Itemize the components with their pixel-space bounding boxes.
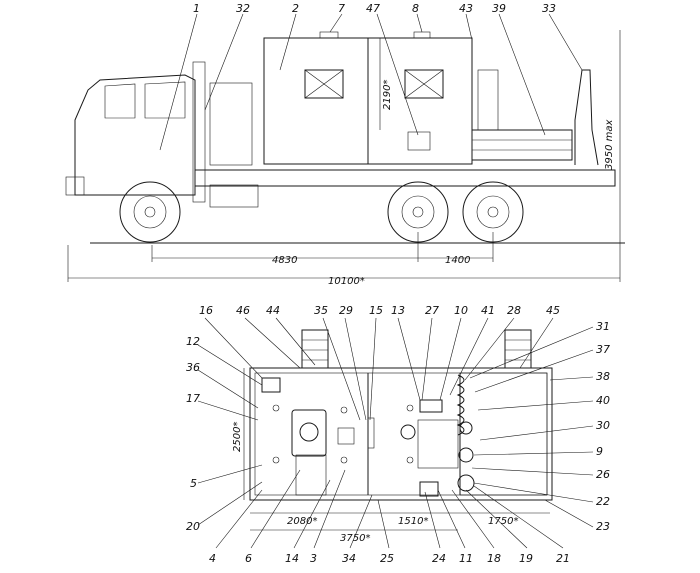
callout-12: 12 [186, 335, 200, 348]
callout-4: 4 [209, 552, 216, 565]
cab-windows [104, 81, 186, 119]
plan-leaders-top [204, 317, 554, 421]
rear-platform [471, 129, 573, 161]
round-unit [299, 422, 319, 442]
lamps [272, 404, 414, 464]
callout-26: 26 [596, 468, 610, 481]
crane [574, 69, 599, 166]
callout-43: 43 [459, 2, 473, 15]
callout-22: 22 [596, 495, 610, 508]
heater-plan [400, 424, 416, 440]
rear-equipment [477, 69, 499, 131]
callout-36: 36 [186, 361, 200, 374]
callout-41: 41 [481, 304, 495, 317]
window-right [404, 69, 444, 99]
callout-7: 7 [338, 2, 345, 15]
seat [337, 427, 355, 445]
plan-leaders-right [469, 326, 594, 528]
chassis-frame [194, 169, 616, 187]
callout-46: 46 [236, 304, 250, 317]
sink [261, 377, 281, 393]
callout-32: 32 [236, 2, 250, 15]
callout-1: 1 [193, 2, 200, 15]
callout-14: 14 [285, 552, 299, 565]
dim-width: 2500* [232, 422, 243, 452]
window-left [304, 69, 344, 99]
callout-15: 15 [369, 304, 383, 317]
plan-leaders-left [197, 344, 263, 526]
front-wheel [119, 181, 181, 243]
callout-24: 24 [432, 552, 446, 565]
callout-30: 30 [596, 419, 610, 432]
callout-21: 21 [556, 552, 570, 565]
dim-bogie: 1400 [445, 255, 470, 266]
dim-2080: 2080* [287, 516, 317, 527]
callout-6: 6 [245, 552, 252, 565]
callout-9: 9 [596, 445, 603, 458]
dim-overall: 10100* [328, 276, 365, 287]
callout-16: 16 [199, 304, 213, 317]
callout-29: 29 [339, 304, 353, 317]
truck-cab [74, 74, 196, 196]
floor-box [419, 481, 439, 497]
callout-47: 47 [366, 2, 380, 15]
callout-44: 44 [266, 304, 280, 317]
callout-35: 35 [314, 304, 328, 317]
callout-25: 25 [380, 552, 394, 565]
plan-leaders-bottom [215, 469, 564, 549]
fuel-tank [209, 184, 259, 208]
table [291, 409, 327, 457]
heater-unit [407, 131, 431, 151]
callout-40: 40 [596, 394, 610, 407]
side-view: 1 32 2 7 47 8 43 39 33 2190* 3950 max 48… [65, 2, 625, 287]
callout-19: 19 [519, 552, 533, 565]
roof-vent-8 [413, 31, 431, 39]
plan-outline [249, 367, 553, 501]
dim-box-height: 2190* [382, 80, 393, 110]
callout-28: 28 [507, 304, 521, 317]
exhaust-pipe [192, 61, 206, 203]
roof-vent-7 [319, 31, 339, 39]
callout-39: 39 [492, 2, 506, 15]
cabinet [419, 399, 443, 413]
callout-34: 34 [342, 552, 356, 565]
dim-wheelbase: 4830 [272, 255, 297, 266]
callout-2: 2 [292, 2, 299, 15]
callout-3: 3 [310, 552, 317, 565]
callout-17: 17 [186, 392, 200, 405]
step-left [301, 329, 329, 369]
side-cabinet [209, 82, 253, 166]
side-leaders [159, 13, 583, 151]
callout-11: 11 [459, 552, 473, 565]
dim-max-height: 3950 max [604, 120, 615, 170]
plan-view: 16 46 44 35 29 15 13 27 10 41 28 45 12 3… [186, 304, 610, 565]
callout-27: 27 [425, 304, 439, 317]
callout-23: 23 [596, 520, 610, 533]
coil [456, 374, 465, 436]
callout-18: 18 [487, 552, 501, 565]
bumper [65, 176, 85, 196]
callout-8: 8 [412, 2, 419, 15]
dim-3750: 3750* [340, 533, 370, 544]
callout-33: 33 [542, 2, 556, 15]
callout-45: 45 [546, 304, 560, 317]
dim-1510: 1510* [398, 516, 428, 527]
callout-20: 20 [186, 520, 200, 533]
callout-31: 31 [596, 320, 610, 333]
partition-door [367, 417, 375, 449]
rear-compartment [459, 372, 548, 496]
callout-37: 37 [596, 343, 610, 356]
callout-38: 38 [596, 370, 610, 383]
dim-1750: 1750* [488, 516, 518, 527]
callout-10: 10 [454, 304, 468, 317]
callout-5: 5 [190, 477, 197, 490]
step-right [504, 329, 532, 369]
callout-13: 13 [391, 304, 405, 317]
